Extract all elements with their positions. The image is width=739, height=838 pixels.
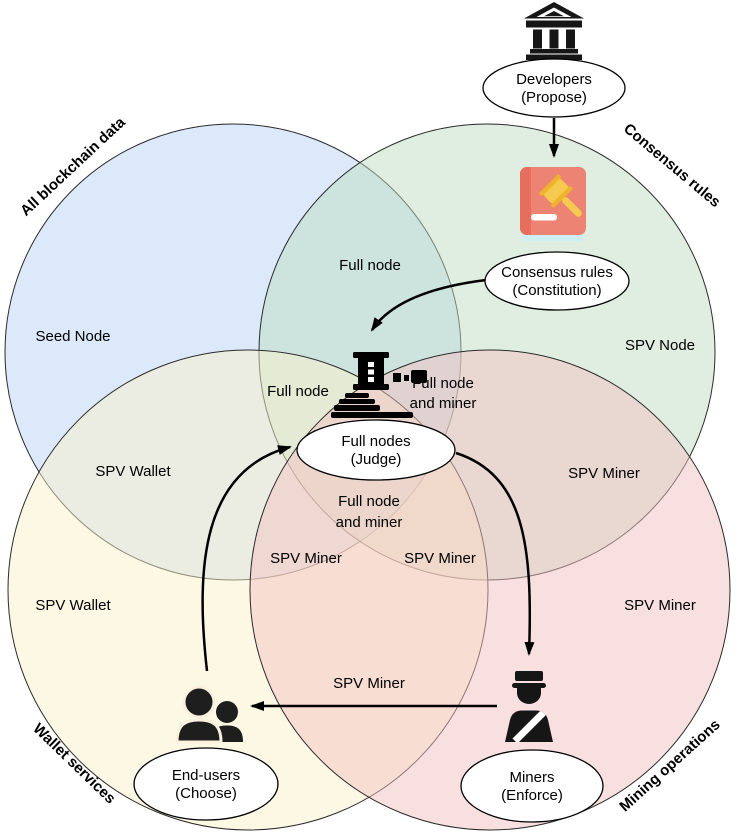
end-users-icon (175, 685, 243, 744)
node-end-users-line2: (Choose) (175, 785, 237, 802)
node-judge-line2: (Judge) (351, 451, 402, 468)
node-constitution-line2: (Constitution) (512, 282, 601, 299)
ellipse-nodes: Developers (Propose) Consensus rules (Co… (133, 58, 630, 823)
region-spv-miner-pink: SPV Miner (624, 597, 696, 614)
node-miners-line2: (Enforce) (501, 787, 563, 804)
region-spv-miner-bottom: SPV Miner (333, 675, 405, 692)
region-full-node-and-miner-upper-line2: and miner (410, 395, 477, 412)
region-spv-miner-mid-right: SPV Miner (404, 550, 476, 567)
arrow-judge-to-miners (455, 451, 535, 656)
region-full-node-and-miner-upper-line1: Full node (412, 375, 474, 392)
node-end-users-line1: End-users (172, 767, 240, 784)
node-constitution: Consensus rules (Constitution) (484, 251, 630, 311)
node-miners: Miners (Enforce) (460, 749, 604, 823)
node-developers-line2: (Propose) (521, 89, 587, 106)
region-spv-miner-mid-left: SPV Miner (270, 550, 342, 567)
miner-icon (505, 671, 553, 742)
arrows (201, 118, 559, 711)
node-judge: Full nodes (Judge) (296, 419, 456, 481)
region-spv-miner-right: SPV Miner (568, 465, 640, 482)
region-full-node-and-miner-lower-line1: Full node (338, 493, 400, 510)
node-developers: Developers (Propose) (482, 58, 626, 118)
node-miners-line1: Miners (509, 769, 554, 786)
bank-icon (524, 2, 584, 60)
node-constitution-line1: Consensus rules (501, 264, 613, 281)
region-full-node-top: Full node (339, 257, 401, 274)
gold-gavel-glyph (539, 174, 582, 217)
region-spv-wallet-upper: SPV Wallet (95, 463, 171, 480)
region-full-node-left: Full node (267, 383, 329, 400)
region-spv-wallet-lower: SPV Wallet (35, 597, 111, 614)
arrow-endusers-to-judge (201, 445, 292, 672)
region-full-node-and-miner-lower-line2: and miner (336, 514, 403, 531)
region-spv-node: SPV Node (625, 337, 695, 354)
region-seed-node: Seed Node (35, 328, 110, 345)
rulebook-gavel-icon (520, 167, 586, 241)
arrow-constitution-to-gavel (370, 278, 487, 332)
node-end-users: End-users (Choose) (133, 747, 279, 821)
node-judge-line1: Full nodes (341, 433, 410, 450)
gavel-icon (331, 352, 427, 418)
node-developers-line1: Developers (516, 71, 592, 88)
